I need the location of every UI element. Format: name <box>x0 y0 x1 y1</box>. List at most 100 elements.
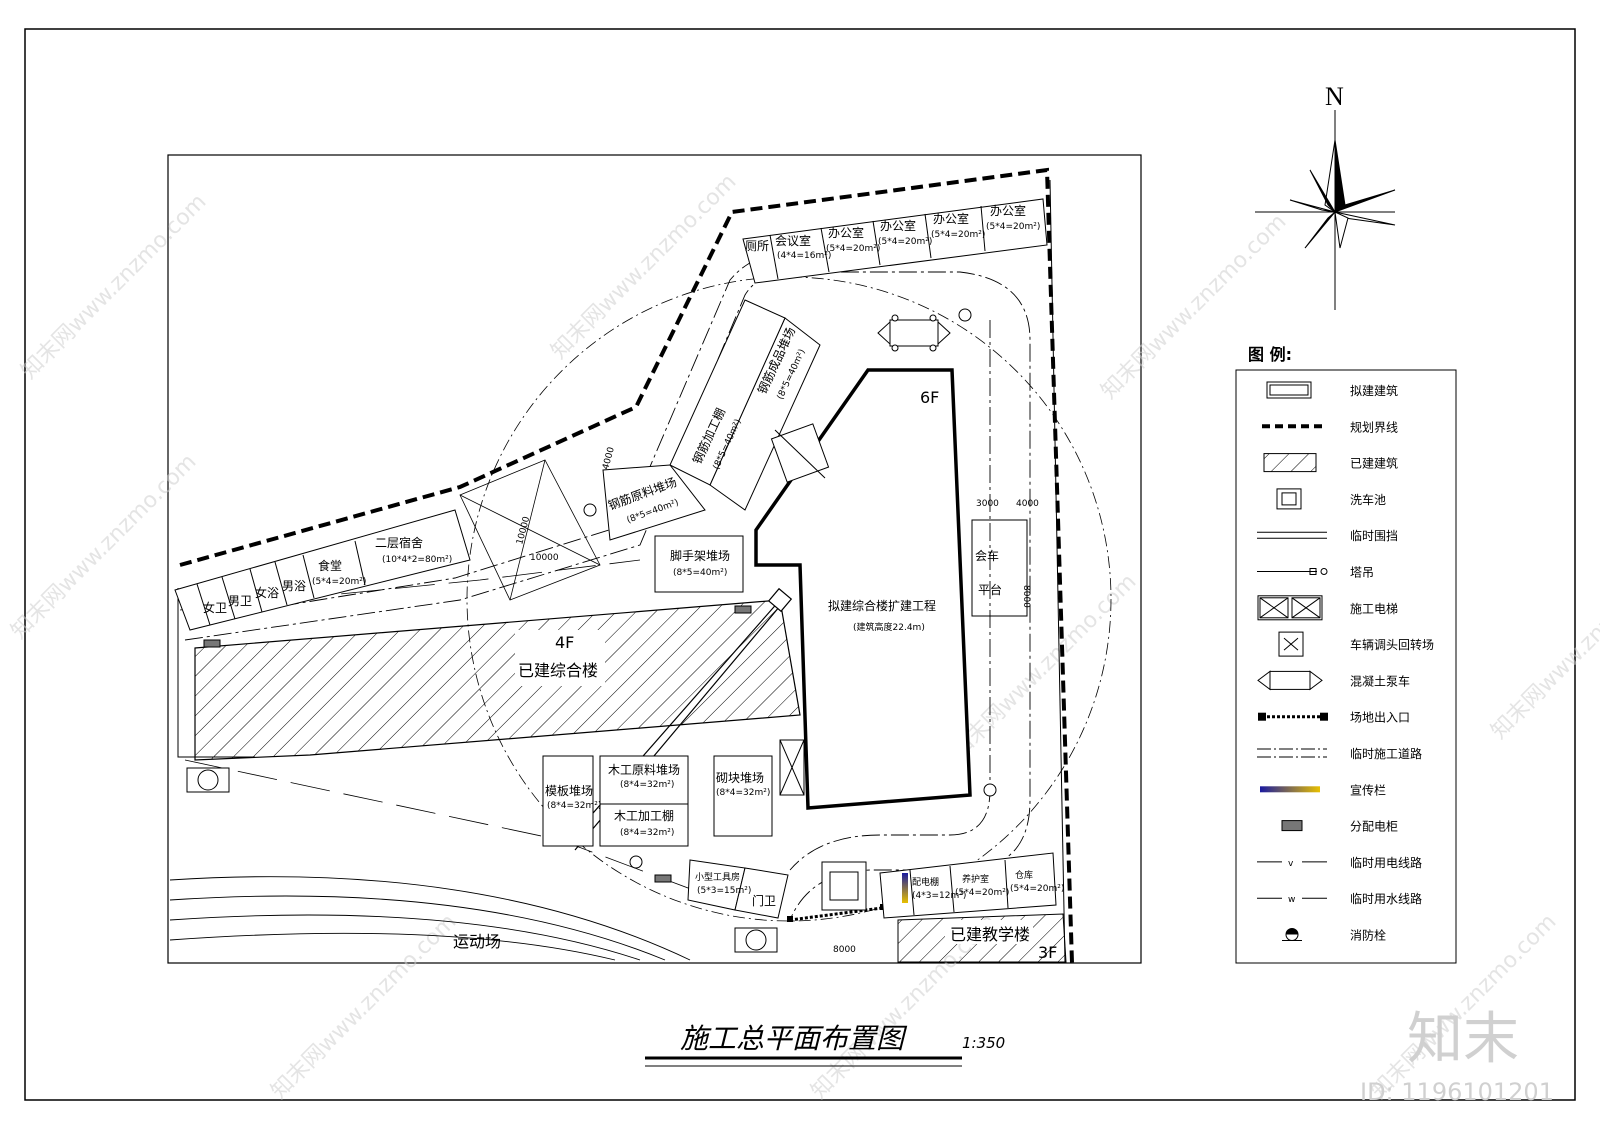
dorm-label: 二层宿舍 <box>375 535 423 550</box>
drawing-title: 施工总平面布置图 <box>680 1022 908 1055</box>
tower-crane-radius <box>466 276 1112 922</box>
pump-truck-icon <box>877 314 951 352</box>
existing-building-icon <box>1263 453 1317 473</box>
teaching-label: 已建教学楼 <box>950 925 1030 944</box>
legend-label-existing-building: 已建建筑 <box>1350 456 1398 471</box>
canteen-size: (5*4=20m²) <box>312 577 366 587</box>
north-arrow-icon <box>1255 110 1396 310</box>
legend-label-temp-road: 临时施工道路 <box>1350 746 1422 761</box>
dim-8000-bottom: 8000 <box>833 945 856 955</box>
proposed-height-label: (建筑高度22.4m) <box>853 621 925 633</box>
sports-field <box>169 876 691 961</box>
wood-raw-size: (8*4=32m²) <box>620 780 674 790</box>
construction-elevator-icon <box>770 423 830 796</box>
wood-process-label: 木工加工棚 <box>614 808 674 823</box>
curing-size: (5*4=20m²) <box>955 888 1009 898</box>
scaffold-yard <box>654 535 744 593</box>
office-1-size: (5*4=20m²) <box>826 244 880 254</box>
tool-shed-size: (5*3=15m²) <box>697 886 751 896</box>
dim-8000-vertical: 8000 <box>1021 585 1031 608</box>
legend-label-distribution-box: 分配电柜 <box>1350 820 1398 834</box>
formwork-label: 模板堆场 <box>545 784 593 798</box>
svg-text:知末网www.znzmo.com: 知末网www.znzmo.com <box>547 169 742 364</box>
m-bath-label: 男浴 <box>282 579 306 593</box>
warehouse-size: (5*4=20m²) <box>1010 884 1064 894</box>
office-row <box>742 198 1048 284</box>
wash-pool-icon <box>1276 488 1302 510</box>
block-size: (8*4=32m²) <box>716 788 770 798</box>
hydrant-icons <box>583 308 997 869</box>
legend-label-boundary: 规划界线 <box>1350 419 1398 434</box>
w-toilet-label: 女卫 <box>203 600 227 615</box>
legend-title: 图 例: <box>1248 345 1292 364</box>
legend-label-temp-fence: 临时围挡 <box>1350 529 1398 543</box>
dorm-row <box>174 509 471 631</box>
dorm-size: (10*4*2=80m²) <box>382 555 452 565</box>
teaching-label-bg <box>945 920 1033 944</box>
outer-frame <box>24 28 1576 1101</box>
office-3-label: 办公室 <box>933 211 969 226</box>
passing-platform <box>971 519 1028 617</box>
construction-elevator-icon <box>1257 595 1323 621</box>
legend-label-site-entrance: 场地出入口 <box>1350 711 1410 725</box>
w-bath-label: 女浴 <box>255 585 279 600</box>
svg-text:知末网www.znzmo.com: 知末网www.znzmo.com <box>1487 549 1600 744</box>
svg-text:知末网www.znzmo.com: 知末网www.znzmo.com <box>7 449 202 644</box>
curing-label: 养护室 <box>962 873 989 885</box>
turnaround-area <box>459 459 601 601</box>
tool-shed-label: 小型工具房 <box>695 871 740 883</box>
notice-board-icon <box>1260 786 1320 793</box>
misc-symbols <box>186 767 778 953</box>
existing-label-bg <box>515 630 605 686</box>
turnaround-icon <box>1278 631 1304 657</box>
canteen-label: 食堂 <box>318 558 342 573</box>
teaching-floors-label: 3F <box>1038 943 1057 962</box>
proposed-building-icon <box>1266 381 1312 399</box>
legend-label-construction-elevator: 施工电梯 <box>1350 602 1398 616</box>
office-1-label: 办公室 <box>828 225 864 240</box>
dim-10000-a: 10000 <box>515 515 532 546</box>
temp-road-icon <box>1257 748 1327 758</box>
svg-text:知末网www.znzmo.com: 知末网www.znzmo.com <box>947 569 1142 764</box>
id-text: ID: 1196101201 <box>1360 1078 1554 1106</box>
toilet-label: 厕所 <box>745 239 769 253</box>
dim-4000-right: 4000 <box>1016 499 1039 509</box>
scaffold-size: (8*5=40m²) <box>673 568 727 578</box>
legend-label-power-line: 临时用电线路 <box>1350 855 1422 870</box>
scaffold-label: 脚手架堆场 <box>670 548 730 563</box>
meeting-room-size: (4*4=16m²) <box>777 251 831 261</box>
wood-process-size: (8*4=32m²) <box>620 828 674 838</box>
dim-10000-b: 10000 <box>530 553 559 563</box>
office-2-size: (5*4=20m²) <box>878 237 932 247</box>
warehouse-label: 仓库 <box>1015 869 1033 881</box>
site-entrance-icon <box>1258 712 1328 721</box>
south-facilities <box>879 852 1057 919</box>
svg-text:知末网www.znzmo.com: 知末网www.znzmo.com <box>267 909 462 1104</box>
office-3-size: (5*4=20m²) <box>931 230 985 240</box>
wash-pool-icon <box>821 861 867 911</box>
distribution-box-icon <box>1281 820 1303 832</box>
office-2-label: 办公室 <box>880 218 916 233</box>
water-line-glyph: w <box>1288 895 1295 905</box>
existing-floors-label: 4F <box>555 633 574 652</box>
legend-icons: vw <box>1257 381 1328 941</box>
temporary-fence-right <box>1049 179 1066 964</box>
sports-label: 运动场 <box>453 932 501 951</box>
legend-label-wash-pool: 洗车池 <box>1350 492 1386 507</box>
svg-text:知末网www.znzmo.com: 知末网www.znzmo.com <box>17 189 212 384</box>
power-line-glyph: v <box>1288 859 1294 869</box>
dim-3000: 3000 <box>976 499 999 509</box>
hydrant-icon <box>1282 928 1302 941</box>
tower-crane-icon <box>1257 568 1328 575</box>
north-label: N <box>1325 82 1344 111</box>
existing-name-label: 已建综合楼 <box>518 661 598 680</box>
wood-raw-label: 木工原料堆场 <box>608 763 680 777</box>
lower-yards <box>542 755 773 847</box>
proposed-floors-label: 6F <box>920 388 939 407</box>
formwork-size: (8*4=32m²) <box>547 801 601 811</box>
gate-label: 门卫 <box>752 893 776 908</box>
meeting-room-label: 会议室 <box>775 233 811 248</box>
water-line-icon: w <box>1257 895 1327 905</box>
notice-board-icon <box>902 873 908 903</box>
